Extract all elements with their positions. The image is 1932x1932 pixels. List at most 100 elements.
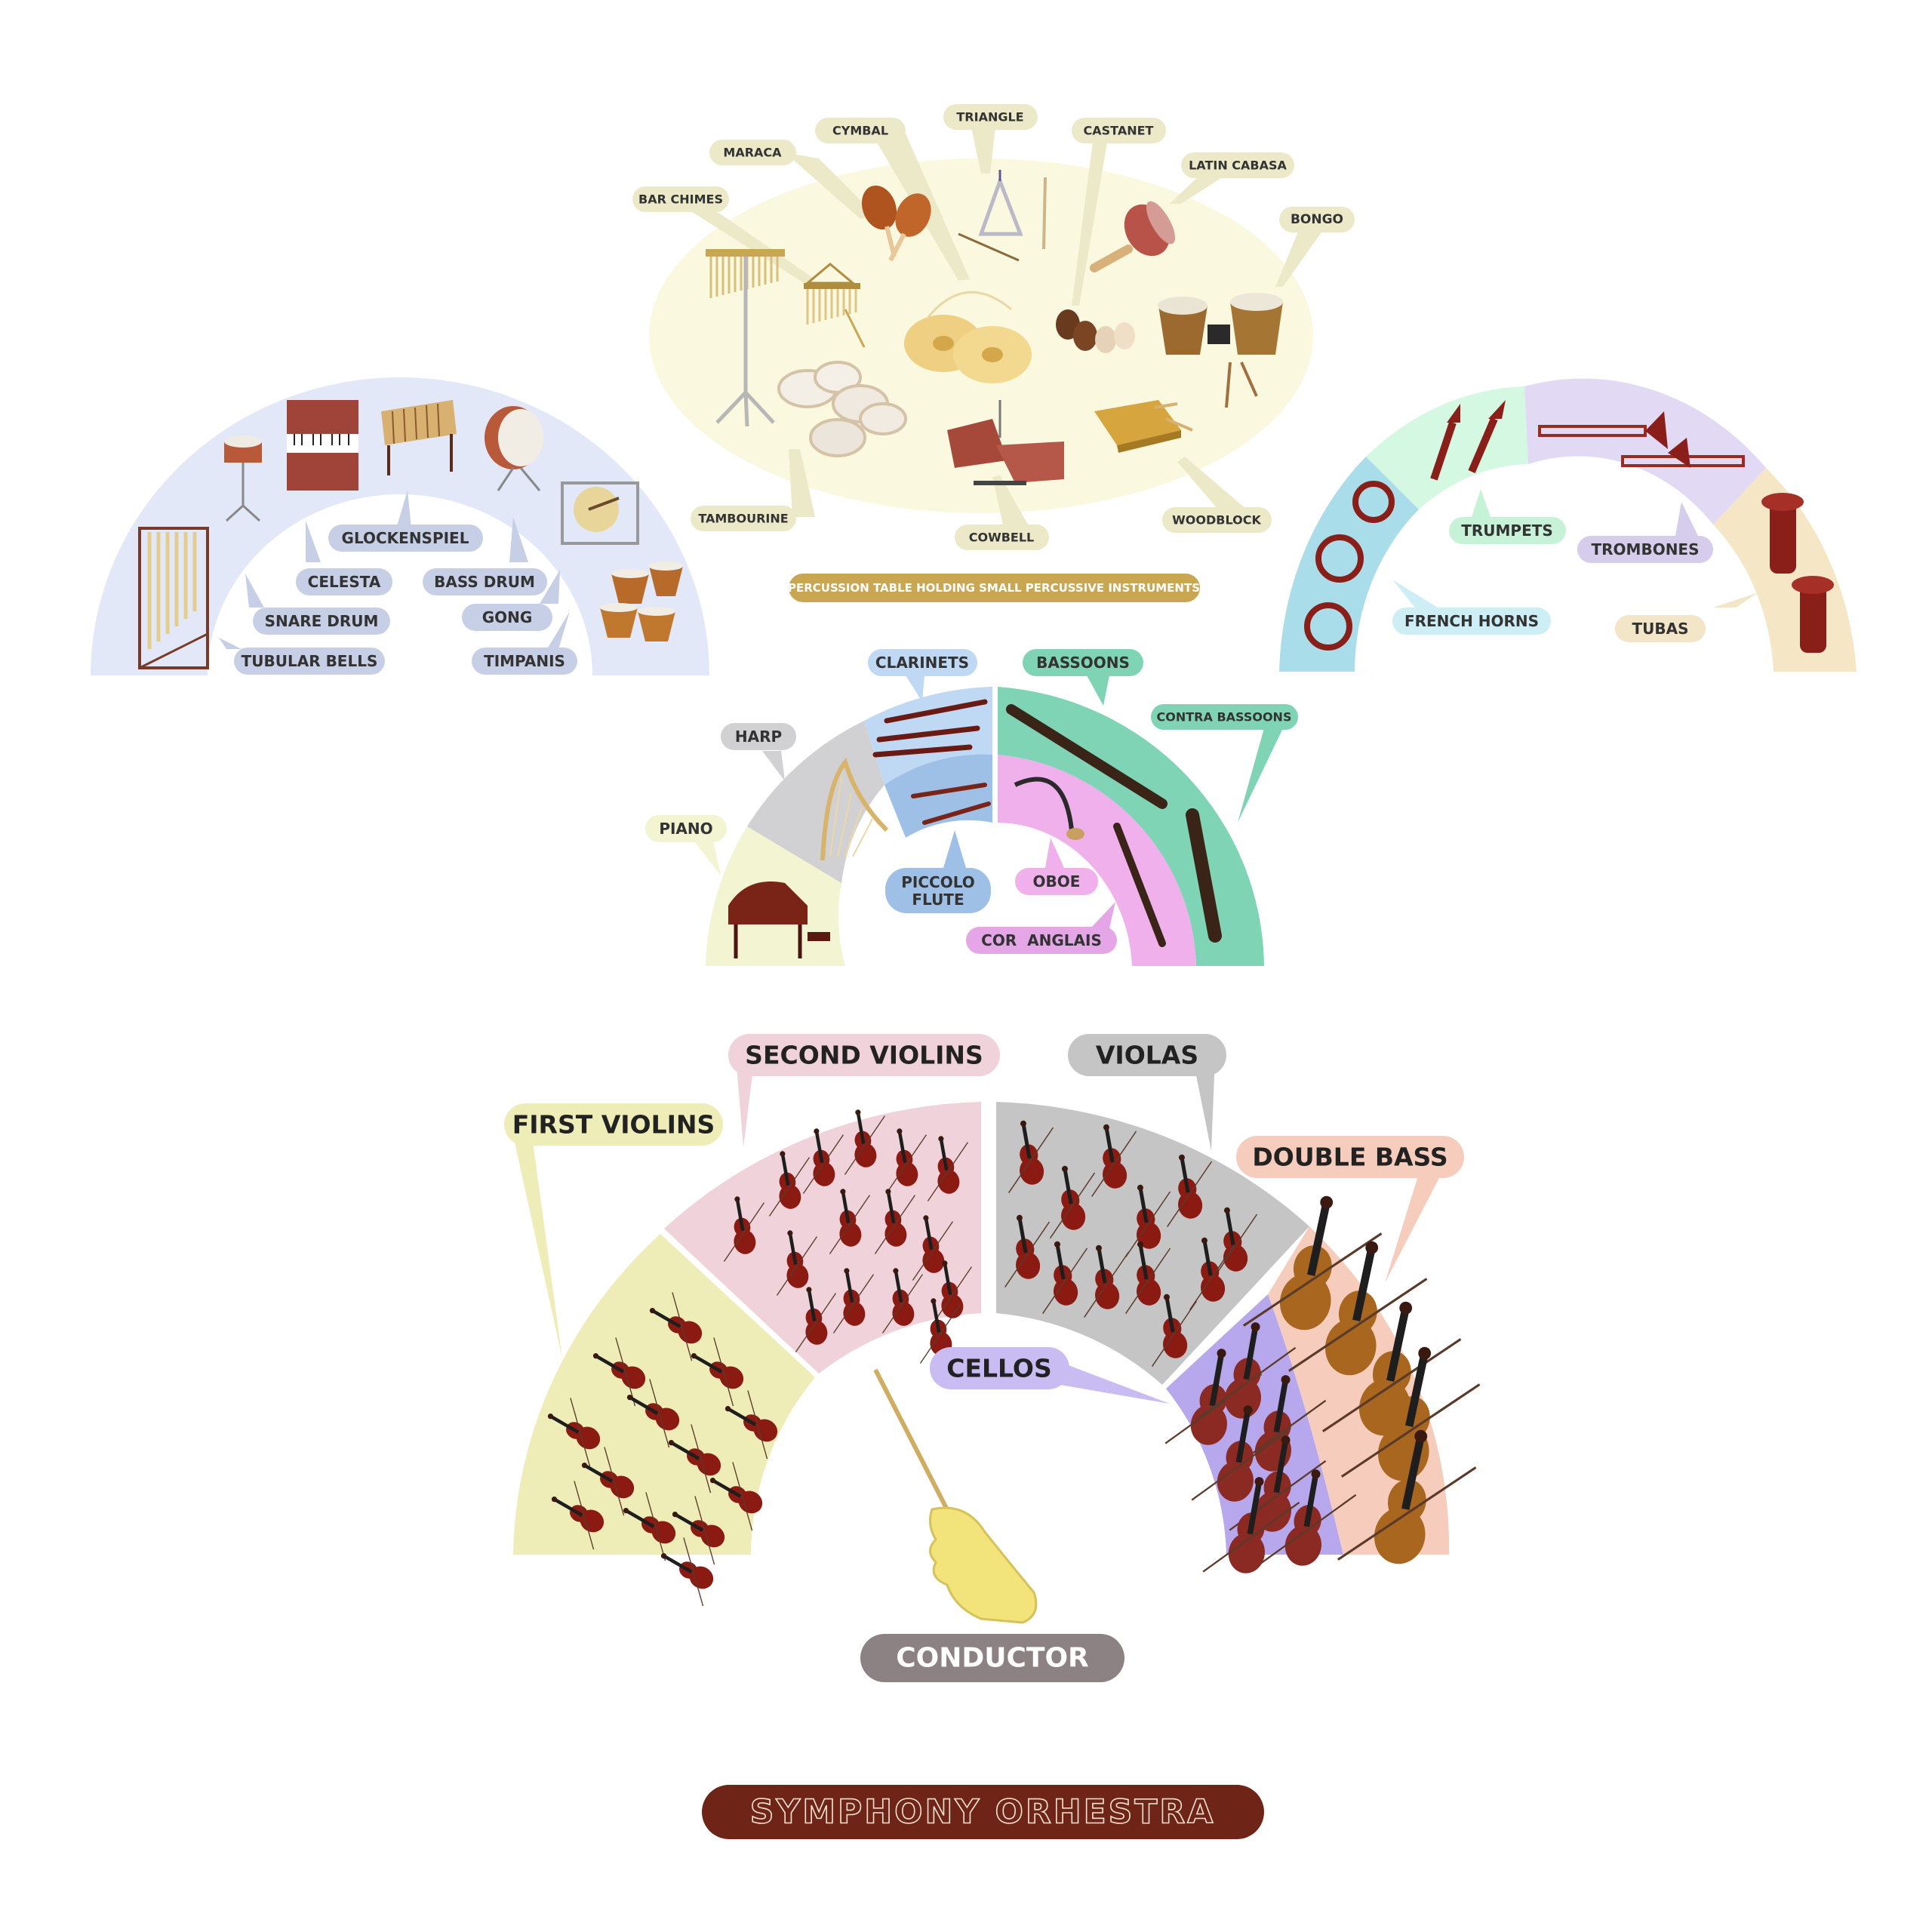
latin-cabasa-icon [1090,201,1176,272]
snare-drum-text: SNARE DRUM [265,612,379,630]
tubular-bells-text: TUBULAR BELLS [242,652,378,670]
woodblock-icon [1094,400,1193,453]
violin-icon [724,1390,778,1460]
cello-icon [1259,1469,1357,1566]
label-cellos: CELLOS [930,1347,1069,1389]
cymbal-text: CYMBAL [832,124,888,138]
double-bass-text: DOUBLE BASS [1252,1143,1447,1172]
label-clarinets: CLARINETS [868,649,977,676]
title-text: SYMPHONY ORHESTRA [750,1793,1216,1832]
cello-icon [1229,1375,1327,1472]
label-tubular-bells: TUBULAR BELLS [234,648,385,675]
piccolo-flute-icon [911,783,991,825]
triangle-icon [958,170,1047,262]
trumpet-icon [1430,400,1506,481]
viola-icon [1124,1241,1171,1314]
label-latin-cabasa: LATIN CABASA [1181,152,1294,178]
label-first-violins: FIRST VIOLINS [504,1103,723,1146]
label-cor-anglais: COR ANGLAIS [966,927,1117,954]
percussion-table-pointers [679,121,1328,528]
castanet-text: CASTANET [1084,124,1154,138]
violas-icons [1004,1120,1258,1367]
percussion-table-group: MARACA CYMBAL TRIANGLE CASTANET LATIN CA… [632,104,1355,602]
trombone-icon [1538,411,1745,468]
woodwind-label-pointers [694,675,1283,928]
violin-icon [592,1337,646,1407]
timpanis-text: TIMPANIS [484,652,565,670]
viola-icon [1083,1244,1130,1318]
brass-section: TRUMPETS TROMBONES FRENCH HORNS TUBAS [1279,378,1857,672]
title-banner: SYMPHONY ORHESTRA [702,1785,1264,1839]
clarinet-icon [872,699,988,758]
violin-icon [832,1268,874,1334]
violas-text: VIOLAS [1096,1041,1198,1070]
piccolo-flute-sector [884,754,992,838]
label-bass-drum: BASS DRUM [423,568,547,595]
double-bass-icons [1242,1195,1481,1564]
first-violins-text: FIRST VIOLINS [512,1110,715,1140]
violin-icon [885,1128,927,1194]
cello-icon [1202,1477,1300,1574]
label-celesta: CELESTA [296,568,392,595]
label-piano: PIANO [645,815,727,842]
label-tambourine: TAMBOURINE [691,506,796,531]
label-bar-chimes: BAR CHIMES [632,186,729,212]
label-cymbal: CYMBAL [815,118,906,143]
cellos-icons [1164,1322,1357,1574]
woodblock-text: WOODBLOCK [1172,513,1261,528]
violin-icon [672,1496,725,1565]
french-horns-sector [1279,457,1419,672]
cymbal-icon [904,291,1032,383]
label-tubas: TUBAS [1615,615,1706,642]
bassoons-sector [998,687,1264,966]
viola-icon [1166,1154,1213,1227]
second-violins-icons [723,1109,972,1364]
grand-piano-icon [728,881,830,958]
label-second-violins: SECOND VIOLINS [728,1034,1000,1076]
label-bassoons: BASSOONS [1023,649,1143,676]
bar-chimes-icon [804,263,866,348]
percussion-table-caption: PERCUSSION TABLE HOLDING SMALL PERCUSSIV… [788,574,1200,602]
viola-icon [1189,1237,1235,1310]
maraca-icon [861,185,931,262]
label-trumpets: TRUMPETS [1449,517,1566,544]
violin-icon [649,1292,703,1361]
double-bass-icon [1337,1429,1477,1564]
french-horn-icon [1304,481,1395,651]
string-label-pointers [513,1057,1441,1404]
violin-icon [668,1424,721,1494]
label-piccolo-flute: PICCOLO FLUTE [885,868,991,913]
first-violins-sector [513,1234,815,1555]
violin-icon [795,1287,836,1352]
label-woodblock: WOODBLOCK [1162,507,1272,533]
violin-icon [723,1196,764,1262]
percussion-label-pointers [219,491,570,649]
label-triangle: TRIANGLE [943,104,1038,130]
viola-icon [1049,1165,1096,1238]
first-violins-icons [547,1292,778,1607]
gong-icon [561,481,639,545]
cello-icon [1198,1322,1297,1419]
cowbell-text: COWBELL [969,531,1035,545]
label-trombones: TROMBONES [1577,536,1713,563]
woodwind-section: CLARINETS BASSOONS CONTRA BASSOONS HARP … [645,649,1298,966]
violin-icon [547,1398,601,1467]
label-castanet: CASTANET [1072,118,1166,143]
violin-icon [912,1215,953,1281]
label-oboe: OBOE [1015,868,1098,895]
double-bass-icon [1242,1195,1383,1331]
cellos-sector [1166,1294,1343,1555]
viola-icon [1091,1124,1137,1197]
violin-icon [802,1128,844,1194]
bass-drum-icon [485,406,543,491]
bass-drum-text: BASS DRUM [434,573,535,591]
conductor-hand-icon [928,1506,1038,1624]
violin-icon [927,1136,968,1201]
glockenspiel-text: GLOCKENSPIEL [342,529,469,547]
violin-icon [919,1298,961,1364]
viola-icon [1124,1184,1171,1257]
snare-drum-icon [224,435,262,522]
second-violins-text: SECOND VIOLINS [745,1041,983,1070]
conductor-badge: CONDUCTOR [860,1634,1124,1682]
